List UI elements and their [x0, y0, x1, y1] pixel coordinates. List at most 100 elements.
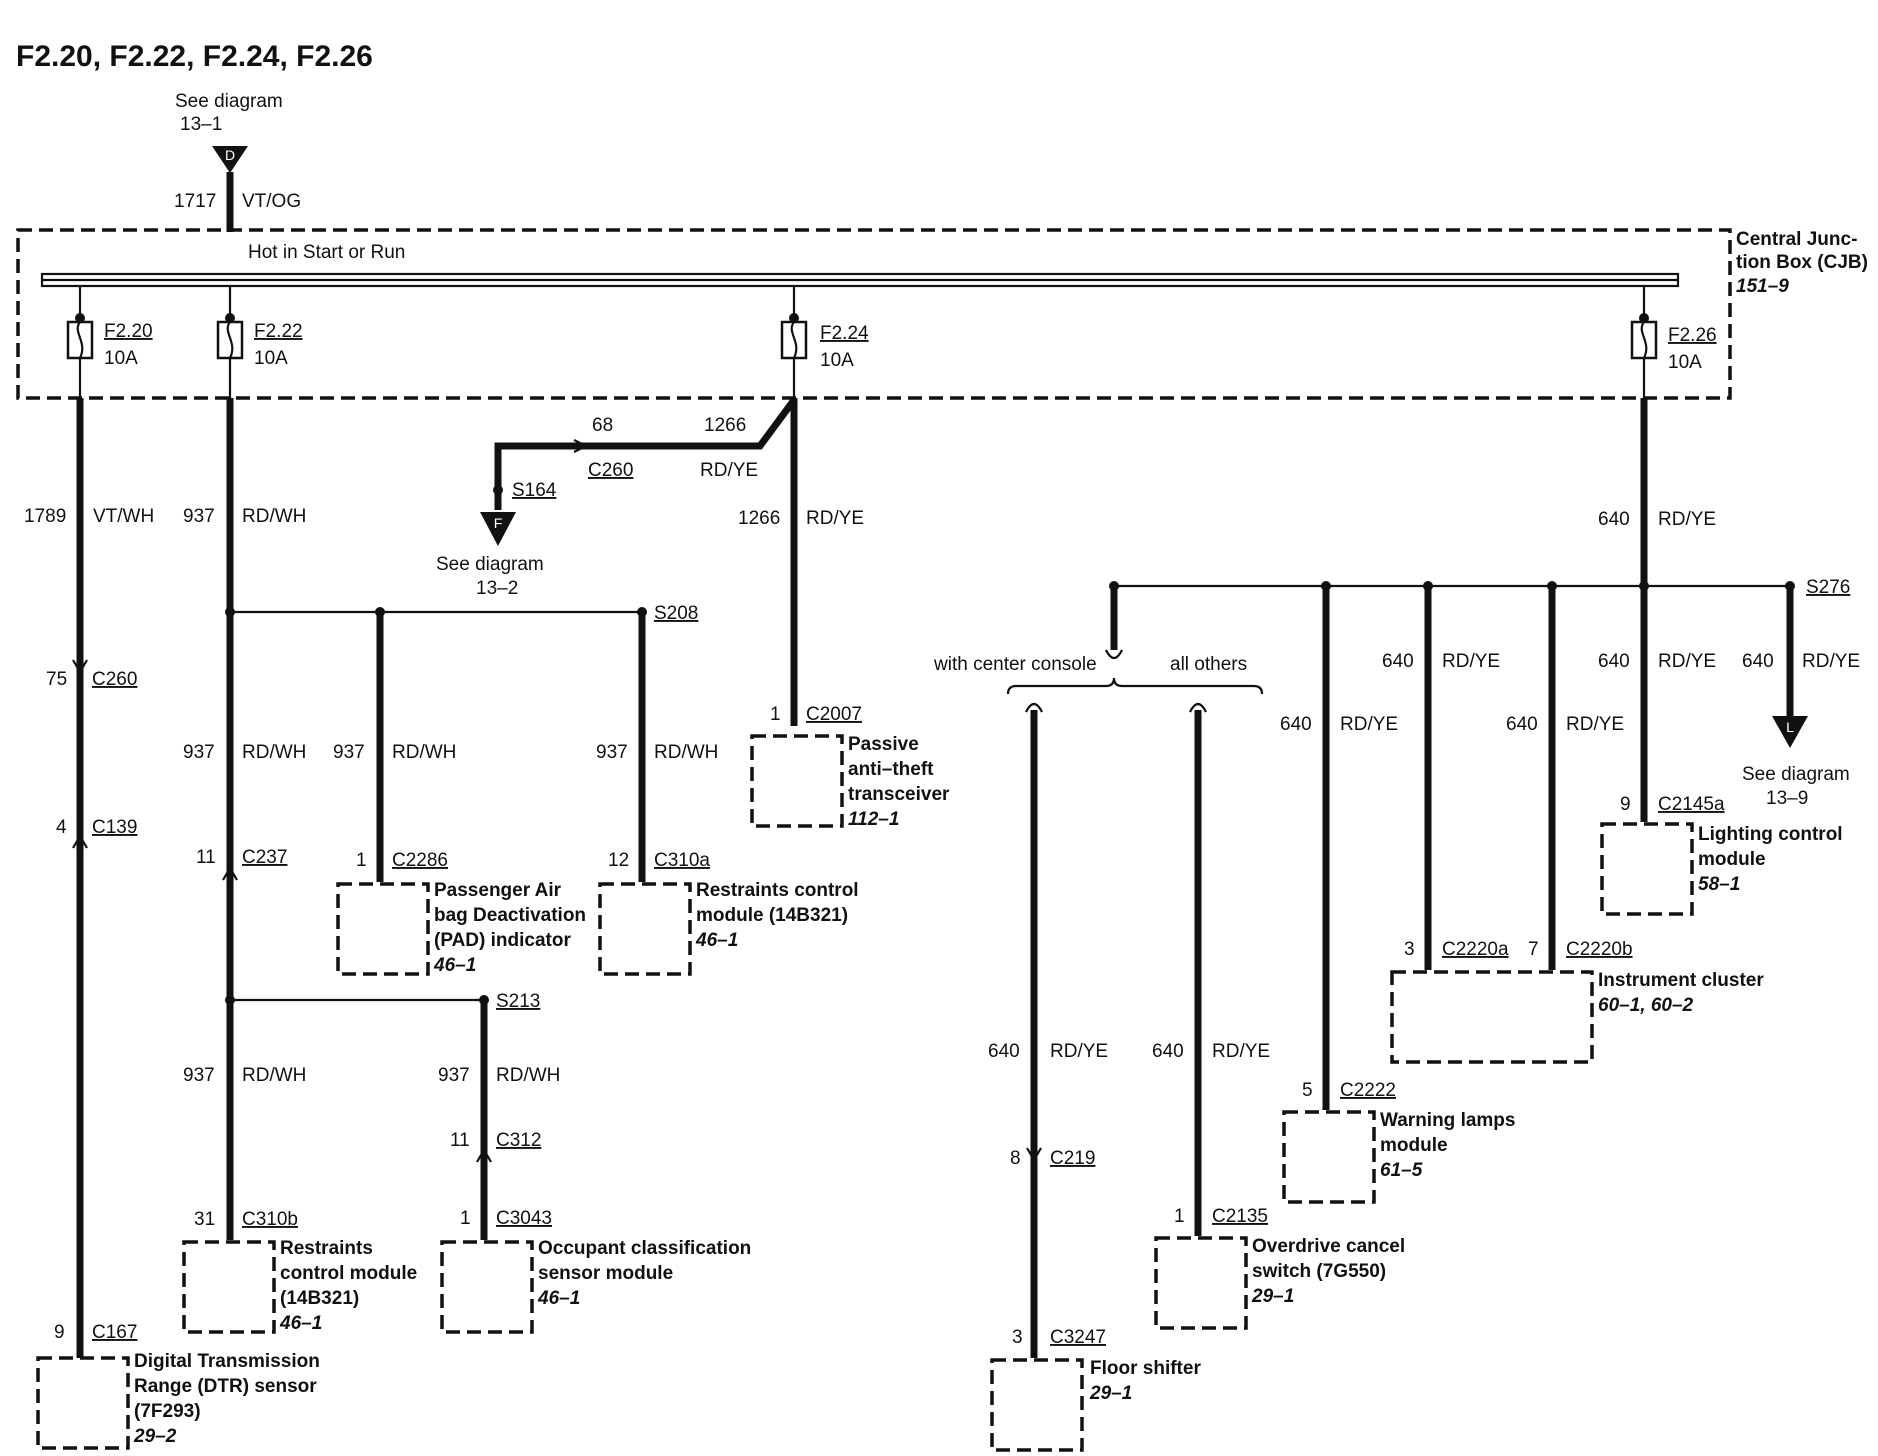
c167-pin: 9 — [54, 1322, 65, 1343]
lcm-wire-color: RD/YE — [1658, 651, 1716, 672]
pad-conn: C2286 — [392, 850, 448, 871]
rcm2-name-3: (14B321) — [280, 1288, 359, 1309]
l-wire-color: RD/YE — [1802, 651, 1860, 672]
rcm-name-2: module (14B321) — [696, 905, 848, 926]
fuse-f2-24-rating: 10A — [820, 350, 854, 371]
fuse-f2-22-rating: 10A — [254, 348, 288, 369]
pad-name-2: bag Deactivation — [434, 905, 586, 926]
ic-name: Instrument cluster — [1598, 970, 1764, 991]
ic-pin-b: 7 — [1528, 939, 1539, 960]
od-ref: 29–1 — [1251, 1286, 1294, 1307]
wlm-wire-circuit: 640 — [1280, 714, 1312, 735]
cjb-name-2: tion Box (CJB) — [1736, 252, 1868, 273]
l-ref: 13–9 — [1766, 788, 1808, 809]
fuse-f2-26-id: F2.26 — [1668, 325, 1717, 346]
main-wire-circuit-2: 937 — [183, 742, 215, 763]
l-wire-circuit: 640 — [1742, 651, 1774, 672]
c312-label: C312 — [496, 1130, 541, 1151]
diagram-title: F2.20, F2.22, F2.24, F2.26 — [16, 40, 373, 73]
fs-ref: 29–1 — [1089, 1383, 1132, 1404]
c219-label: C219 — [1050, 1148, 1095, 1169]
rcm-conn: C310a — [654, 850, 710, 871]
pats-name-2: anti–theft — [848, 759, 934, 780]
option-center-console: with center console — [933, 654, 1097, 675]
ic-conn-b: C2220b — [1566, 939, 1633, 960]
pats-pin: 1 — [770, 704, 781, 725]
feed-arrow-d-icon — [212, 146, 248, 173]
s164-ref: 13–2 — [476, 578, 518, 599]
feed-see-label: See diagram — [175, 91, 283, 112]
fuse-f2-20-id: F2.20 — [104, 321, 153, 342]
dtr-sensor-box — [36, 1356, 130, 1450]
rcm2-name-1: Restraints — [280, 1238, 373, 1259]
pad-name-3: (PAD) indicator — [434, 930, 571, 951]
s213-label: S213 — [496, 991, 540, 1012]
ocs-pin: 1 — [460, 1208, 471, 1229]
rcm2-box — [182, 1240, 276, 1334]
s164-splice-icon — [493, 485, 503, 495]
pad-name-1: Passenger Air — [434, 880, 562, 901]
c260-label: C260 — [92, 669, 137, 690]
pad-indicator-box — [336, 882, 430, 976]
fuse-f2-20-rating: 10A — [104, 348, 138, 369]
lcm-name-1: Lighting control — [1698, 824, 1843, 845]
warning-lamps-box — [1282, 1110, 1376, 1204]
fuse-f2-26-rating: 10A — [1668, 352, 1702, 373]
wlm-name-2: module — [1380, 1135, 1448, 1156]
dtr-sensor-name-1: Digital Transmission — [134, 1351, 320, 1372]
lcm-wire-circuit: 640 — [1598, 651, 1630, 672]
pad-wire-color: RD/WH — [392, 742, 456, 763]
ocs-box — [440, 1240, 534, 1334]
ocs-ref: 46–1 — [537, 1288, 580, 1309]
fuse-f2-22-id: F2.22 — [254, 321, 303, 342]
arrow-l-icon — [1772, 716, 1808, 748]
c224-connector: C260 — [588, 460, 633, 481]
c260-pin: 75 — [46, 669, 67, 690]
fs-pin: 3 — [1012, 1327, 1023, 1348]
pad-ref: 46–1 — [433, 955, 476, 976]
pad-wire-circuit: 937 — [333, 742, 365, 763]
main-wire-color-2: RD/WH — [242, 742, 306, 763]
c224-circuit-a: 68 — [592, 415, 613, 436]
rcm-box — [598, 882, 692, 976]
ic-a-wire-color: RD/YE — [1442, 651, 1500, 672]
lcm-ref: 58–1 — [1698, 874, 1740, 895]
fs-wire-color: RD/YE — [1050, 1041, 1108, 1062]
ic-b-wire-circuit: 640 — [1506, 714, 1538, 735]
wire-640-circuit: 640 — [1598, 509, 1630, 530]
ocs-name-1: Occupant classification — [538, 1238, 751, 1259]
od-wire-circuit: 640 — [1152, 1041, 1184, 1062]
ocs-name-2: sensor module — [538, 1263, 673, 1284]
feed-ref: 13–1 — [180, 114, 222, 135]
rcm2-name-2: control module — [280, 1263, 417, 1284]
floor-shifter-box — [990, 1358, 1084, 1452]
ic-pin-a: 3 — [1404, 939, 1415, 960]
pad-pin: 1 — [356, 850, 367, 871]
rcm-wire-color: RD/WH — [654, 742, 718, 763]
l-see: See diagram — [1742, 764, 1850, 785]
s276-label: S276 — [1806, 577, 1850, 598]
wlm-conn: C2222 — [1340, 1080, 1396, 1101]
ic-ref: 60–1, 60–2 — [1598, 995, 1694, 1016]
ic-conn-a: C2220a — [1442, 939, 1509, 960]
rcm2-ref: 46–1 — [279, 1313, 322, 1334]
pats-ref: 112–1 — [848, 809, 899, 830]
wire-1266-circuit: 1266 — [738, 508, 780, 529]
lcm-name-2: module — [1698, 849, 1766, 870]
fuse-f2-24-id: F2.24 — [820, 323, 869, 344]
main-wire-circuit-3: 937 — [183, 1065, 215, 1086]
rcm2-conn: C310b — [242, 1209, 298, 1230]
feed-arrow-letter: D — [225, 147, 235, 163]
arrow-f-icon — [480, 512, 516, 546]
fs-conn: C3247 — [1050, 1327, 1106, 1348]
fs-wire-circuit: 640 — [988, 1041, 1020, 1062]
overdrive-box — [1154, 1236, 1248, 1330]
wire-937-color: RD/WH — [242, 506, 306, 527]
od-wire-color: RD/YE — [1212, 1041, 1270, 1062]
option-bracket — [1006, 677, 1264, 695]
rcm2-pin: 31 — [194, 1209, 215, 1230]
wire-1789-color: VT/WH — [93, 506, 154, 527]
rcm-ref: 46–1 — [695, 930, 738, 951]
rcm-pin: 12 — [608, 850, 629, 871]
rcm-wire-circuit: 937 — [596, 742, 628, 763]
